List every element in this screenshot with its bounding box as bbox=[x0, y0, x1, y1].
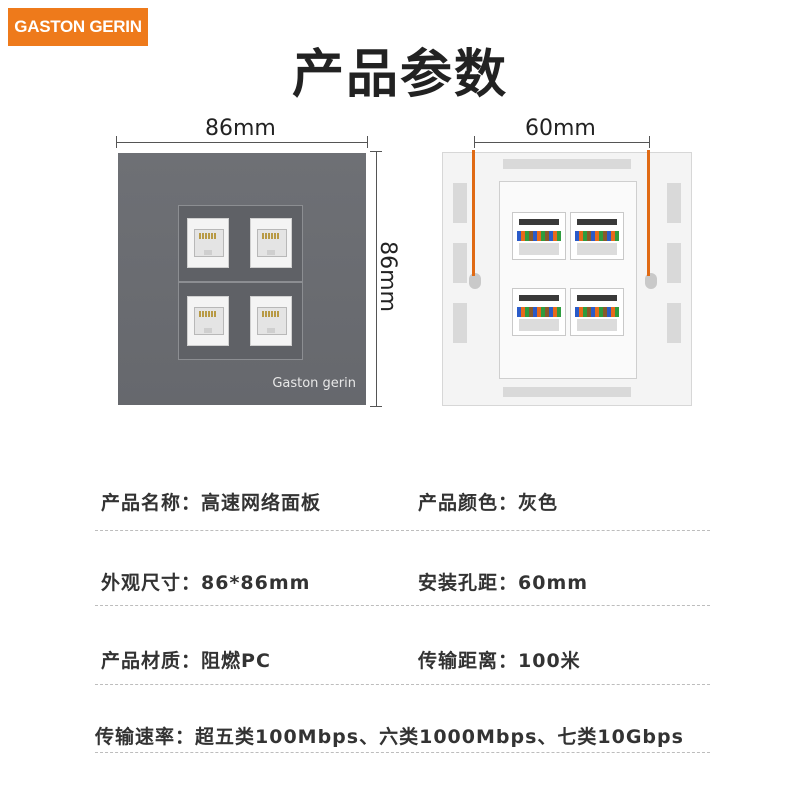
front-width-tick-right bbox=[367, 136, 368, 148]
brand-logo: GASTON GERIN bbox=[8, 8, 148, 46]
spec-value: 60mm bbox=[518, 572, 589, 594]
spec-value: 100米 bbox=[518, 650, 581, 672]
keystone-housing bbox=[499, 181, 637, 379]
keystone-module bbox=[512, 288, 566, 336]
module-divider bbox=[179, 281, 302, 283]
spec-separator bbox=[95, 752, 710, 753]
spec-value: 灰色 bbox=[518, 492, 559, 514]
back-plate bbox=[442, 152, 692, 406]
port-module bbox=[178, 205, 303, 360]
back-hole-distance-line bbox=[474, 142, 650, 143]
spec-separator bbox=[95, 530, 710, 531]
rj45-port bbox=[250, 218, 292, 268]
spec-label: 产品材质： bbox=[101, 650, 202, 672]
front-width-line bbox=[116, 142, 368, 143]
page-title: 产品参数 bbox=[291, 45, 508, 105]
hole-marker-right bbox=[647, 150, 650, 276]
spec-value: 阻燃PC bbox=[201, 650, 271, 672]
screw-hole-right bbox=[645, 273, 657, 289]
spec-value: 86*86mm bbox=[201, 572, 311, 594]
spec-label: 外观尺寸： bbox=[101, 572, 202, 594]
front-panel: Gaston gerin bbox=[118, 153, 366, 405]
spec-value: 超五类100Mbps、六类1000Mbps、七类10Gbps bbox=[195, 726, 684, 748]
back-hole-distance-label: 60mm bbox=[525, 116, 596, 141]
keystone-module bbox=[570, 212, 624, 260]
rj45-port bbox=[187, 296, 229, 346]
front-width-label: 86mm bbox=[205, 116, 276, 141]
spec-label: 传输速率： bbox=[95, 726, 196, 748]
spec-separator bbox=[95, 684, 710, 685]
front-height-tick-bottom bbox=[370, 406, 382, 407]
panel-brand-text: Gaston gerin bbox=[272, 376, 356, 391]
spec-label: 安装孔距： bbox=[418, 572, 519, 594]
spec-value: 高速网络面板 bbox=[201, 492, 322, 514]
back-tick-right bbox=[649, 136, 650, 148]
front-height-tick-top bbox=[370, 151, 382, 152]
keystone-module bbox=[512, 212, 566, 260]
spec-label: 产品颜色： bbox=[418, 492, 519, 514]
rj45-port bbox=[250, 296, 292, 346]
front-height-label: 86mm bbox=[374, 241, 400, 312]
front-width-tick-left bbox=[116, 136, 117, 148]
spec-separator bbox=[95, 605, 710, 606]
front-height-line bbox=[376, 151, 377, 407]
spec-label: 传输距离： bbox=[418, 650, 519, 672]
keystone-module bbox=[570, 288, 624, 336]
screw-hole-left bbox=[469, 273, 481, 289]
hole-marker-left bbox=[472, 150, 475, 276]
rj45-port bbox=[187, 218, 229, 268]
spec-label: 产品名称： bbox=[101, 492, 202, 514]
back-tick-left bbox=[474, 136, 475, 148]
